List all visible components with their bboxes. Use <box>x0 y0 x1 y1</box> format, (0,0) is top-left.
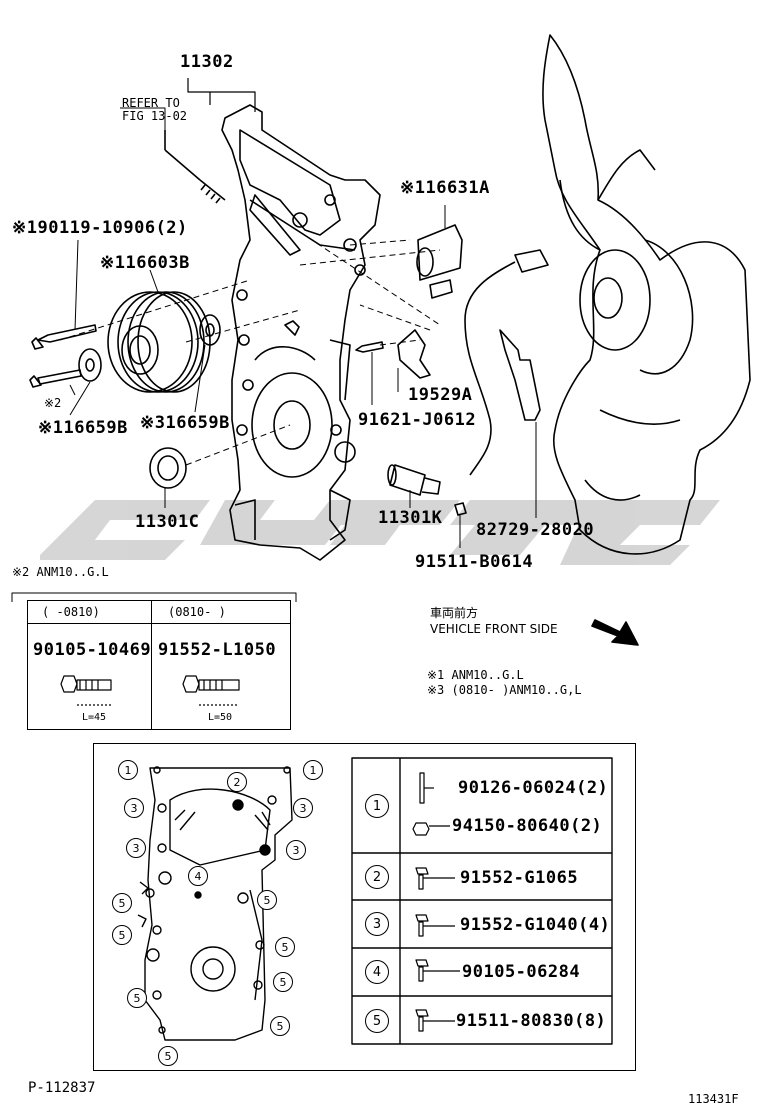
part-19529a-label: 19529A <box>408 385 473 405</box>
part-90119-label: ※190119-10906(2) <box>12 218 188 238</box>
front-side-jp: 車両前方 <box>430 606 479 620</box>
part-82729-label: 82729-28020 <box>476 520 595 540</box>
cover-marker: 5 <box>112 925 132 945</box>
variant-table-title: ※2 ANM10..G.L <box>12 565 109 579</box>
refer-note-line1: REFER TO <box>122 96 180 110</box>
sensor-wire <box>464 261 516 476</box>
variant-col2-head: (0810- ) <box>168 605 226 619</box>
cover-marker: 2 <box>227 772 247 792</box>
cover-marker: 3 <box>286 840 306 860</box>
footer-left-code: P-112837 <box>28 1080 96 1096</box>
legend-key-3: 3 <box>365 912 389 936</box>
legend-grid <box>351 757 613 1045</box>
part-91511b-label: 91511-B0614 <box>415 552 534 572</box>
variant-col1-part: 90105-10469 <box>33 640 152 660</box>
crank-seal-boss <box>251 372 333 478</box>
note-1: ※1 ANM10..G.L <box>427 668 524 682</box>
cover-marker: 5 <box>275 937 295 957</box>
bolt-91621 <box>355 341 384 353</box>
variant-table <box>27 600 291 730</box>
oil-control-valve <box>416 224 463 299</box>
front-side-en: VEHICLE FRONT SIDE <box>430 622 558 636</box>
legend-part: 94150-80640(2) <box>452 816 603 836</box>
part-91621-label: 91621-J0612 <box>358 410 477 430</box>
crank-sensor <box>389 464 426 496</box>
note-3: ※3 (0810- )ANM10..G,L <box>427 683 582 697</box>
washer-16659b-right <box>199 314 221 346</box>
legend-part: 90126-06024(2) <box>458 778 609 798</box>
pulley-bolt-upper <box>37 324 97 343</box>
legend-key-4: 4 <box>365 960 389 984</box>
part-16603b-label: ※116603B <box>100 253 190 273</box>
cover-marker: 3 <box>293 798 313 818</box>
engine-block-outline <box>542 34 751 555</box>
washer-16659b-left <box>78 348 102 382</box>
legend-part: 91552-G1065 <box>460 868 579 888</box>
legend-part: 91511-80830(8) <box>456 1011 607 1031</box>
legend-key-2: 2 <box>365 865 389 889</box>
legend-key-1: 1 <box>365 794 389 818</box>
pulley-bolt-lower <box>37 369 82 385</box>
part-16659b-1-label: ※116659B <box>38 418 128 438</box>
legend-part: 91552-G1040(4) <box>460 915 611 935</box>
idler-pulley <box>107 291 211 393</box>
oil-seal-11301c <box>149 447 187 489</box>
front-arrow <box>591 619 639 646</box>
legend-part: 90105-06284 <box>462 962 581 982</box>
cover-marker: 3 <box>126 838 146 858</box>
cover-marker: 5 <box>270 1016 290 1036</box>
cover-marker: 5 <box>257 890 277 910</box>
part-11302-label: 11302 <box>180 52 234 72</box>
timing-cover-outline <box>221 104 381 561</box>
variant-col2-part: 91552-L1050 <box>158 640 277 660</box>
water-pump-pulley <box>579 249 651 351</box>
cover-marker: 5 <box>112 893 132 913</box>
cover-marker: 1 <box>118 760 138 780</box>
cover-marker: 4 <box>188 866 208 886</box>
part-16631a-label: ※116631A <box>400 178 490 198</box>
bolt-layout-panel <box>93 743 636 1071</box>
cover-bolt-layout <box>137 766 293 1041</box>
cover-marker: 5 <box>273 972 293 992</box>
refer-note-line2: FIG 13-02 <box>122 109 188 123</box>
legend-key-5: 5 <box>365 1009 389 1033</box>
variant-col1-head: ( -0810) <box>42 605 100 619</box>
wire-bracket <box>499 329 541 421</box>
bracket-19529a <box>397 329 431 379</box>
part-11301c-label: 11301C <box>135 512 200 532</box>
cover-marker: 3 <box>124 798 144 818</box>
cover-marker: 5 <box>158 1046 178 1066</box>
cover-marker: 5 <box>127 988 147 1008</box>
footer-right-code: 113431F <box>688 1092 739 1106</box>
part-16659b-3-label: ※316659B <box>140 413 230 433</box>
note2-mark: ※2 <box>44 396 62 410</box>
variant-col1-length: L=45 <box>82 712 107 723</box>
variant-col2-length: L=50 <box>208 712 233 723</box>
part-11301k-label: 11301K <box>378 508 443 528</box>
cover-marker: 1 <box>303 760 323 780</box>
